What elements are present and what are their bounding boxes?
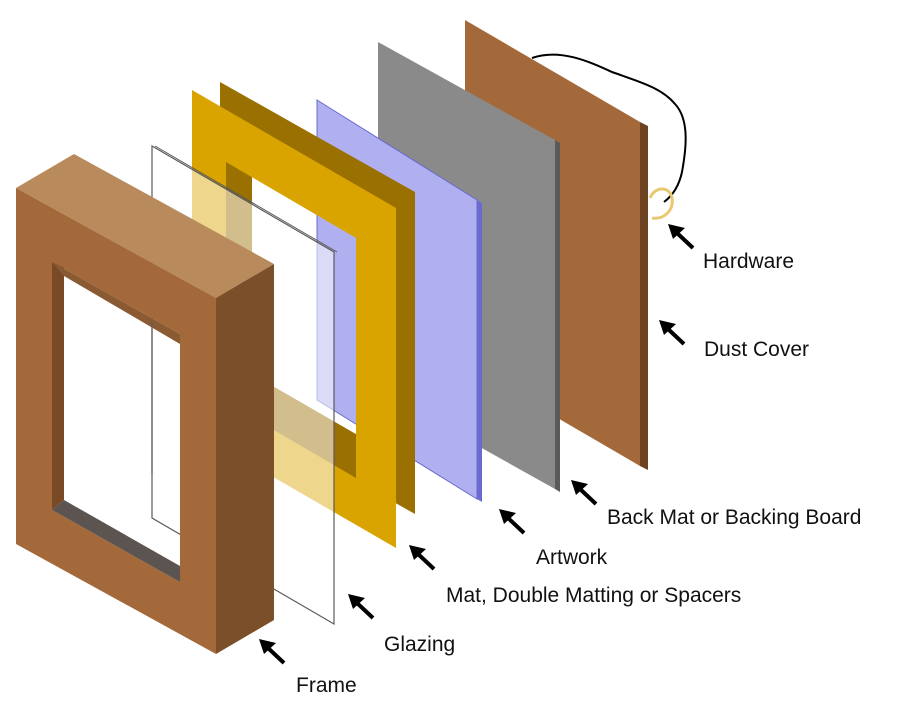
- arrow-backing: [571, 480, 598, 506]
- arrow-frame: [259, 639, 286, 665]
- frame-inner-left-wall: [52, 262, 64, 510]
- label-glazing: Glazing: [384, 633, 455, 656]
- arrows: [259, 224, 695, 665]
- frame-layer: [16, 154, 274, 654]
- label-backing-board: Back Mat or Backing Board: [607, 506, 861, 529]
- arrow-artwork: [499, 509, 526, 535]
- frame-inner-top-wall: [52, 262, 180, 344]
- arrow-dust-cover: [659, 320, 686, 346]
- labels: Hardware Dust Cover Back Mat or Backing …: [296, 250, 861, 697]
- arrow-mat: [409, 545, 436, 571]
- label-dust-cover: Dust Cover: [704, 338, 809, 361]
- label-artwork: Artwork: [536, 546, 608, 569]
- hanging-wire: [531, 53, 687, 203]
- frame-side-face: [216, 264, 274, 654]
- label-frame: Frame: [296, 674, 357, 697]
- label-hardware: Hardware: [703, 250, 794, 273]
- arrow-glazing: [348, 594, 375, 620]
- arrow-hardware: [668, 224, 695, 250]
- backing-board-edge: [555, 140, 560, 492]
- label-mat: Mat, Double Matting or Spacers: [446, 584, 741, 607]
- frame-top-face: [16, 154, 274, 298]
- artwork-edge: [477, 200, 482, 502]
- frame-front-face: [16, 188, 216, 654]
- glazing-edge: [154, 145, 338, 253]
- hanger-ring: [648, 187, 674, 220]
- dust-cover-edge: [640, 122, 648, 470]
- frame-inner-bottom-wall: [52, 500, 180, 582]
